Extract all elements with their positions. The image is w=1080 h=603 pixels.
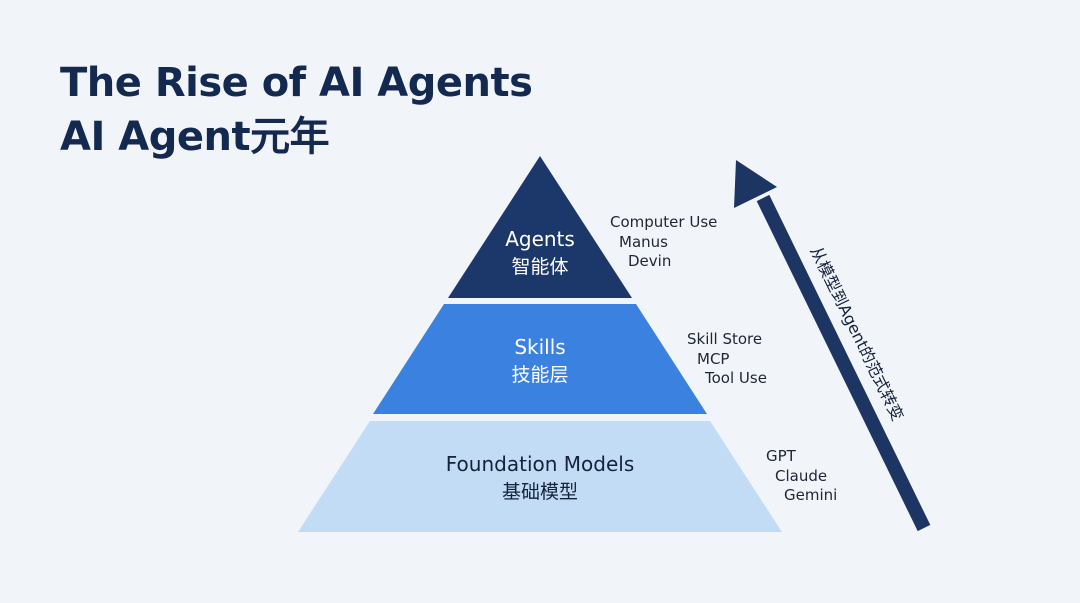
example-computer-use: Computer Use xyxy=(610,213,718,231)
pyramid-tier-skills xyxy=(373,304,707,414)
foundation-examples: GPT Claude Gemini xyxy=(766,447,837,506)
slide-title: The Rise of AI Agents AI Agent元年 xyxy=(60,56,533,164)
example-mcp: MCP xyxy=(697,349,730,368)
tier-label-agents-cn: 智能体 xyxy=(511,256,568,278)
tier-label-foundation-cn: 基础模型 xyxy=(502,481,578,503)
tier-label-skills: Skills xyxy=(514,335,565,359)
agents-examples: Computer Use Manus Devin xyxy=(610,213,717,272)
title-line-chinese: AI Agent元年 xyxy=(60,114,330,160)
example-manus: Manus xyxy=(619,232,668,251)
tier-label-foundation: Foundation Models xyxy=(446,452,634,476)
pyramid-tier-agents xyxy=(448,156,632,298)
skills-examples: Skill Store MCP Tool Use xyxy=(687,330,767,389)
example-skill-store: Skill Store xyxy=(687,330,763,348)
upward-arrow-icon xyxy=(734,160,931,532)
example-devin: Devin xyxy=(628,252,672,270)
pyramid-tier-foundation-models xyxy=(298,421,782,532)
title-line-english: The Rise of AI Agents xyxy=(60,60,533,106)
example-gemini: Gemini xyxy=(784,486,838,504)
example-gpt: GPT xyxy=(766,447,796,465)
example-claude: Claude xyxy=(775,466,828,485)
example-tool-use: Tool Use xyxy=(705,369,767,387)
tier-label-agents: Agents xyxy=(505,227,575,251)
tier-label-skills-cn: 技能层 xyxy=(511,364,568,386)
